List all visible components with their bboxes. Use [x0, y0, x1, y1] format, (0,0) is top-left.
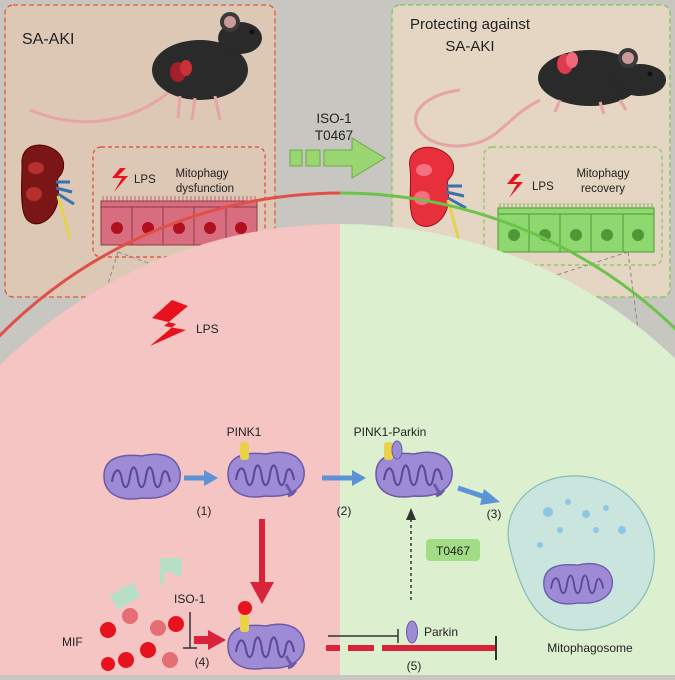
arrow-step3 [457, 485, 500, 505]
mitochondrion-pink1-parkin-icon [375, 440, 454, 499]
blocked-line-step5 [326, 636, 497, 660]
lps-left-label: LPS [134, 174, 156, 186]
protecting-panel: Protecting against SA-AKI LPS Mitophagy … [391, 4, 671, 298]
lps-large-icon [150, 300, 188, 346]
protecting-title-line1: Protecting against [410, 16, 531, 33]
arrow-step4 [194, 630, 226, 650]
treatment-arrow [289, 137, 386, 179]
treatment-iso1-label: ISO-1 [316, 111, 351, 126]
mitophagy-dysfunction-line1: Mitophagy [175, 168, 228, 180]
lps-small-right-icon [507, 174, 523, 198]
step-3-label: (3) [487, 507, 502, 521]
iso1-label: ISO-1 [174, 592, 206, 606]
lps-right-label: LPS [532, 181, 554, 193]
kidney-healthy-icon [409, 146, 467, 245]
iso1-inhibit-line [183, 612, 197, 649]
t0467-label: T0467 [436, 544, 470, 558]
step-4-label: (4) [195, 655, 210, 669]
mif-label: MIF [62, 635, 83, 649]
arrow-step2 [322, 470, 366, 486]
parkin-label: Parkin [424, 625, 458, 639]
mitochondrion-damaged-icon [227, 601, 306, 671]
treatment-t0467-label: T0467 [315, 128, 353, 143]
step-1-label: (1) [197, 504, 212, 518]
pink1-label: PINK1 [227, 425, 262, 439]
iso1-icon [160, 558, 182, 584]
step-2-label: (2) [337, 504, 352, 518]
lps-cell-label: LPS [196, 322, 219, 336]
mitophagy-recovery-line2: recovery [581, 183, 625, 195]
sa-aki-title: SA-AKI [22, 31, 74, 48]
arrow-down-red [250, 519, 274, 604]
right-inset-frame [483, 146, 663, 266]
cell-membrane-right [339, 191, 675, 331]
t0467-box [426, 539, 480, 561]
pink1-parkin-label: PINK1-Parkin [354, 425, 427, 439]
mouse-sa-aki-icon [29, 12, 262, 124]
protecting-title-line2: SA-AKI [445, 38, 494, 55]
t0467-arrow [406, 508, 416, 600]
lps-small-left-icon [112, 168, 128, 192]
mitophagy-recovery-line1: Mitophagy [576, 168, 629, 180]
mouse-protected-icon [414, 48, 666, 148]
cell-membrane-left [0, 191, 341, 338]
mitophagy-dysfunction-line2: dysfunction [176, 183, 234, 195]
inhibit-parkin-line [328, 629, 399, 643]
kidney-sa-aki-icon [21, 144, 75, 239]
mitophagosome-label: Mitophagosome [547, 641, 633, 655]
mif-cluster [100, 582, 184, 671]
mitophagosome-icon [507, 475, 655, 631]
mitochondrion-healthy-icon [103, 453, 182, 501]
parkin-icon [406, 620, 418, 644]
step-5-label: (5) [407, 659, 422, 673]
arrow-step1 [184, 470, 218, 486]
mitochondrion-pink1-icon [227, 442, 306, 499]
